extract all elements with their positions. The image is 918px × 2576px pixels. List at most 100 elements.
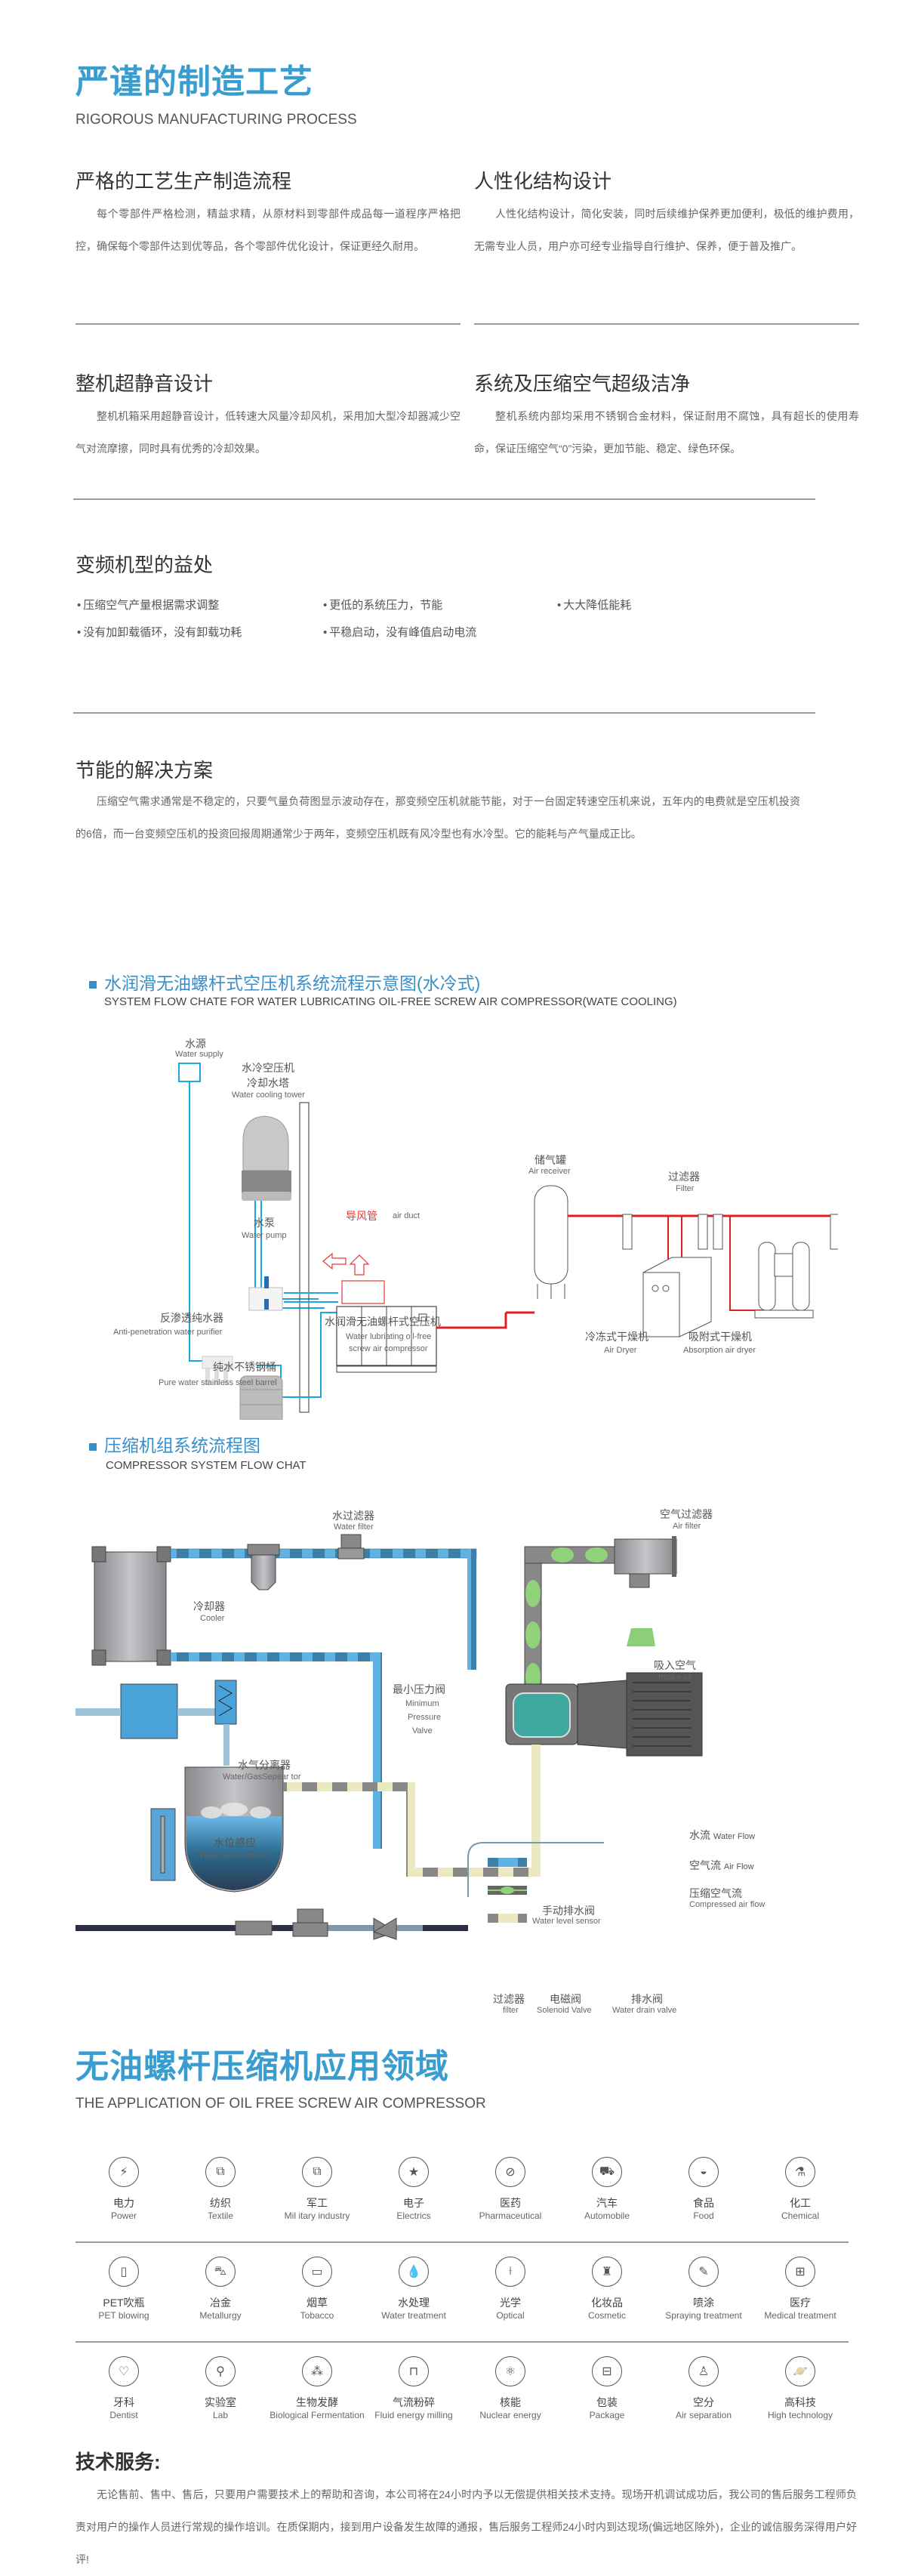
label-compressor-en1: Water lubriating oil-free: [346, 1332, 432, 1341]
diagram1-subtitle: SYSTEM FLOW CHATE FOR WATER LUBRICATING …: [104, 995, 677, 1008]
label-absorb-en: Absorption air dryer: [683, 1346, 756, 1355]
air-duct-box: [341, 1280, 385, 1304]
label-compressor: 水润滑无油螺杆式空压机: [325, 1316, 441, 1328]
title-square-icon: [89, 980, 97, 989]
label-filter: 过滤器: [668, 1171, 700, 1183]
benefit-item: 大大降低能耗: [557, 597, 631, 612]
cooler-icon: [91, 1546, 171, 1666]
bowl-icon: ◒: [688, 2157, 719, 2187]
legend-water-swatch: [488, 1858, 527, 1867]
filter-icon: [698, 1214, 708, 1250]
label-air-filter: 空气过滤器: [660, 1508, 713, 1520]
compressor-system-flow-diagram: [75, 1534, 703, 1940]
water-pump-icon: [248, 1276, 283, 1311]
badge-icon: ★: [399, 2157, 429, 2187]
label-pump-en: Water pump: [242, 1231, 287, 1240]
page-title: 严谨的制造工艺: [75, 63, 313, 100]
box-icon: ⊟: [592, 2356, 622, 2386]
water-supply-box: [178, 1063, 201, 1082]
water-drop-icon: 💧: [399, 2257, 429, 2287]
label-level-sensor: 水位感应: [214, 1837, 256, 1849]
minimum-pressure-valve-icon: [214, 1680, 237, 1766]
label-water-supply-en: Water supply: [175, 1050, 223, 1059]
feature-title: 严格的工艺生产制造流程: [75, 170, 292, 193]
label-drain-valve-en: Water drain valve: [612, 2006, 677, 2015]
label-barrel: 纯水不锈钢桶: [213, 1361, 276, 1373]
label-cooler: 冷却器: [193, 1600, 225, 1612]
air-compressor-icon: [336, 1306, 437, 1373]
legend-frame: [467, 1842, 604, 1859]
arrow-left-icon: [322, 1252, 347, 1270]
label-water-supply: 水源: [185, 1038, 206, 1050]
label-air-duct: 导风管: [346, 1210, 377, 1222]
bottle-icon: ▯: [109, 2257, 139, 2287]
stainless-barrel-icon: [239, 1375, 283, 1420]
valve-icon: [337, 1534, 365, 1559]
diagram2-subtitle: COMPRESSOR SYSTEM FLOW CHAT: [106, 1459, 307, 1472]
legend-water: 水流 Water Flow: [689, 1829, 756, 1841]
cart-icon: ⛍: [205, 2257, 236, 2287]
label-tower-2: 冷却水塔: [247, 1077, 289, 1089]
solenoid-valve-icon: [292, 1908, 328, 1937]
label-water-filter-en: Water filter: [334, 1522, 374, 1532]
spray-gun-icon: ✎: [688, 2257, 719, 2287]
label-manual-drain: 手动排水阀: [542, 1905, 595, 1917]
military-icon: ⧉: [302, 2157, 332, 2187]
lens-icon: ⟊: [495, 2257, 525, 2287]
planet-icon: 🪐: [785, 2356, 815, 2386]
atom-icon: ⚛: [495, 2356, 525, 2386]
label-tower-en: Water cooling tower: [232, 1091, 305, 1100]
divider: [474, 323, 859, 325]
diagram2-title: 压缩机组系统流程图: [89, 1431, 260, 1457]
lightning-icon: ⚡: [109, 2157, 139, 2187]
microscope-icon: ⚲: [205, 2356, 236, 2386]
refrigerated-dryer-icon: [642, 1257, 712, 1337]
intake-air-icon: [627, 1628, 655, 1646]
cosmetic-icon: ♜: [592, 2257, 622, 2287]
separator-tank-icon: [184, 1766, 284, 1893]
divider: [75, 323, 461, 325]
drain-valve-icon: [372, 1917, 398, 1940]
feature-body: 每个零部件严格检测，精益求精，从原材料到零部件成品每一道程序严格把控，确保每个零…: [75, 208, 461, 252]
legend-compressed: 压缩空气流: [689, 1887, 742, 1899]
water-purifier-icon: [202, 1356, 233, 1385]
benefit-item: 压缩空气产量根据需求调整: [77, 597, 219, 612]
water-filter-icon: [247, 1544, 280, 1590]
label-mpv-en3: Valve: [412, 1726, 433, 1735]
feature-body: 整机系统内部均采用不锈钢合金材料，保证耐用不腐蚀，具有超长的使用寿命，保证压缩空…: [474, 410, 859, 455]
water-gas-separator-icon: [75, 1683, 215, 1739]
feature-title: 系统及压缩空气超级洁净: [474, 372, 691, 395]
divider: [73, 712, 815, 714]
energy-body: 压缩空气需求通常是不稳定的，只要气量负荷图显示波动存在，那变频空压机就能节能，对…: [75, 795, 800, 840]
mill-icon: ⊓: [399, 2356, 429, 2386]
label-receiver: 储气罐: [534, 1154, 566, 1166]
applications-title: 无油螺杆压缩机应用领域: [75, 2048, 449, 2085]
label-dryer: 冷冻式干燥机: [585, 1331, 648, 1343]
label-purifier-en: Anti-penetration water purifier: [113, 1328, 223, 1337]
label-separator: 水气分离器: [238, 1759, 291, 1771]
label-separator-en: Water/GasSepear tor: [223, 1772, 301, 1782]
air-pipe: [436, 1313, 507, 1329]
page-subtitle: RIGOROUS MANUFACTURING PROCESS: [75, 112, 357, 128]
label-mpv-en1: Minimum: [405, 1699, 439, 1708]
diagram1-title: 水润滑无油螺杆式空压机系统流程示意图(水冷式): [89, 969, 480, 995]
energy-title: 节能的解决方案: [75, 759, 214, 782]
water-level-sensor-icon: [150, 1808, 176, 1881]
label-water-filter: 水过滤器: [332, 1510, 374, 1522]
feature-body: 人性化结构设计，简化安装，同时后续维护保养更加便利，极低的维护费用，无需专业人员…: [474, 208, 859, 252]
